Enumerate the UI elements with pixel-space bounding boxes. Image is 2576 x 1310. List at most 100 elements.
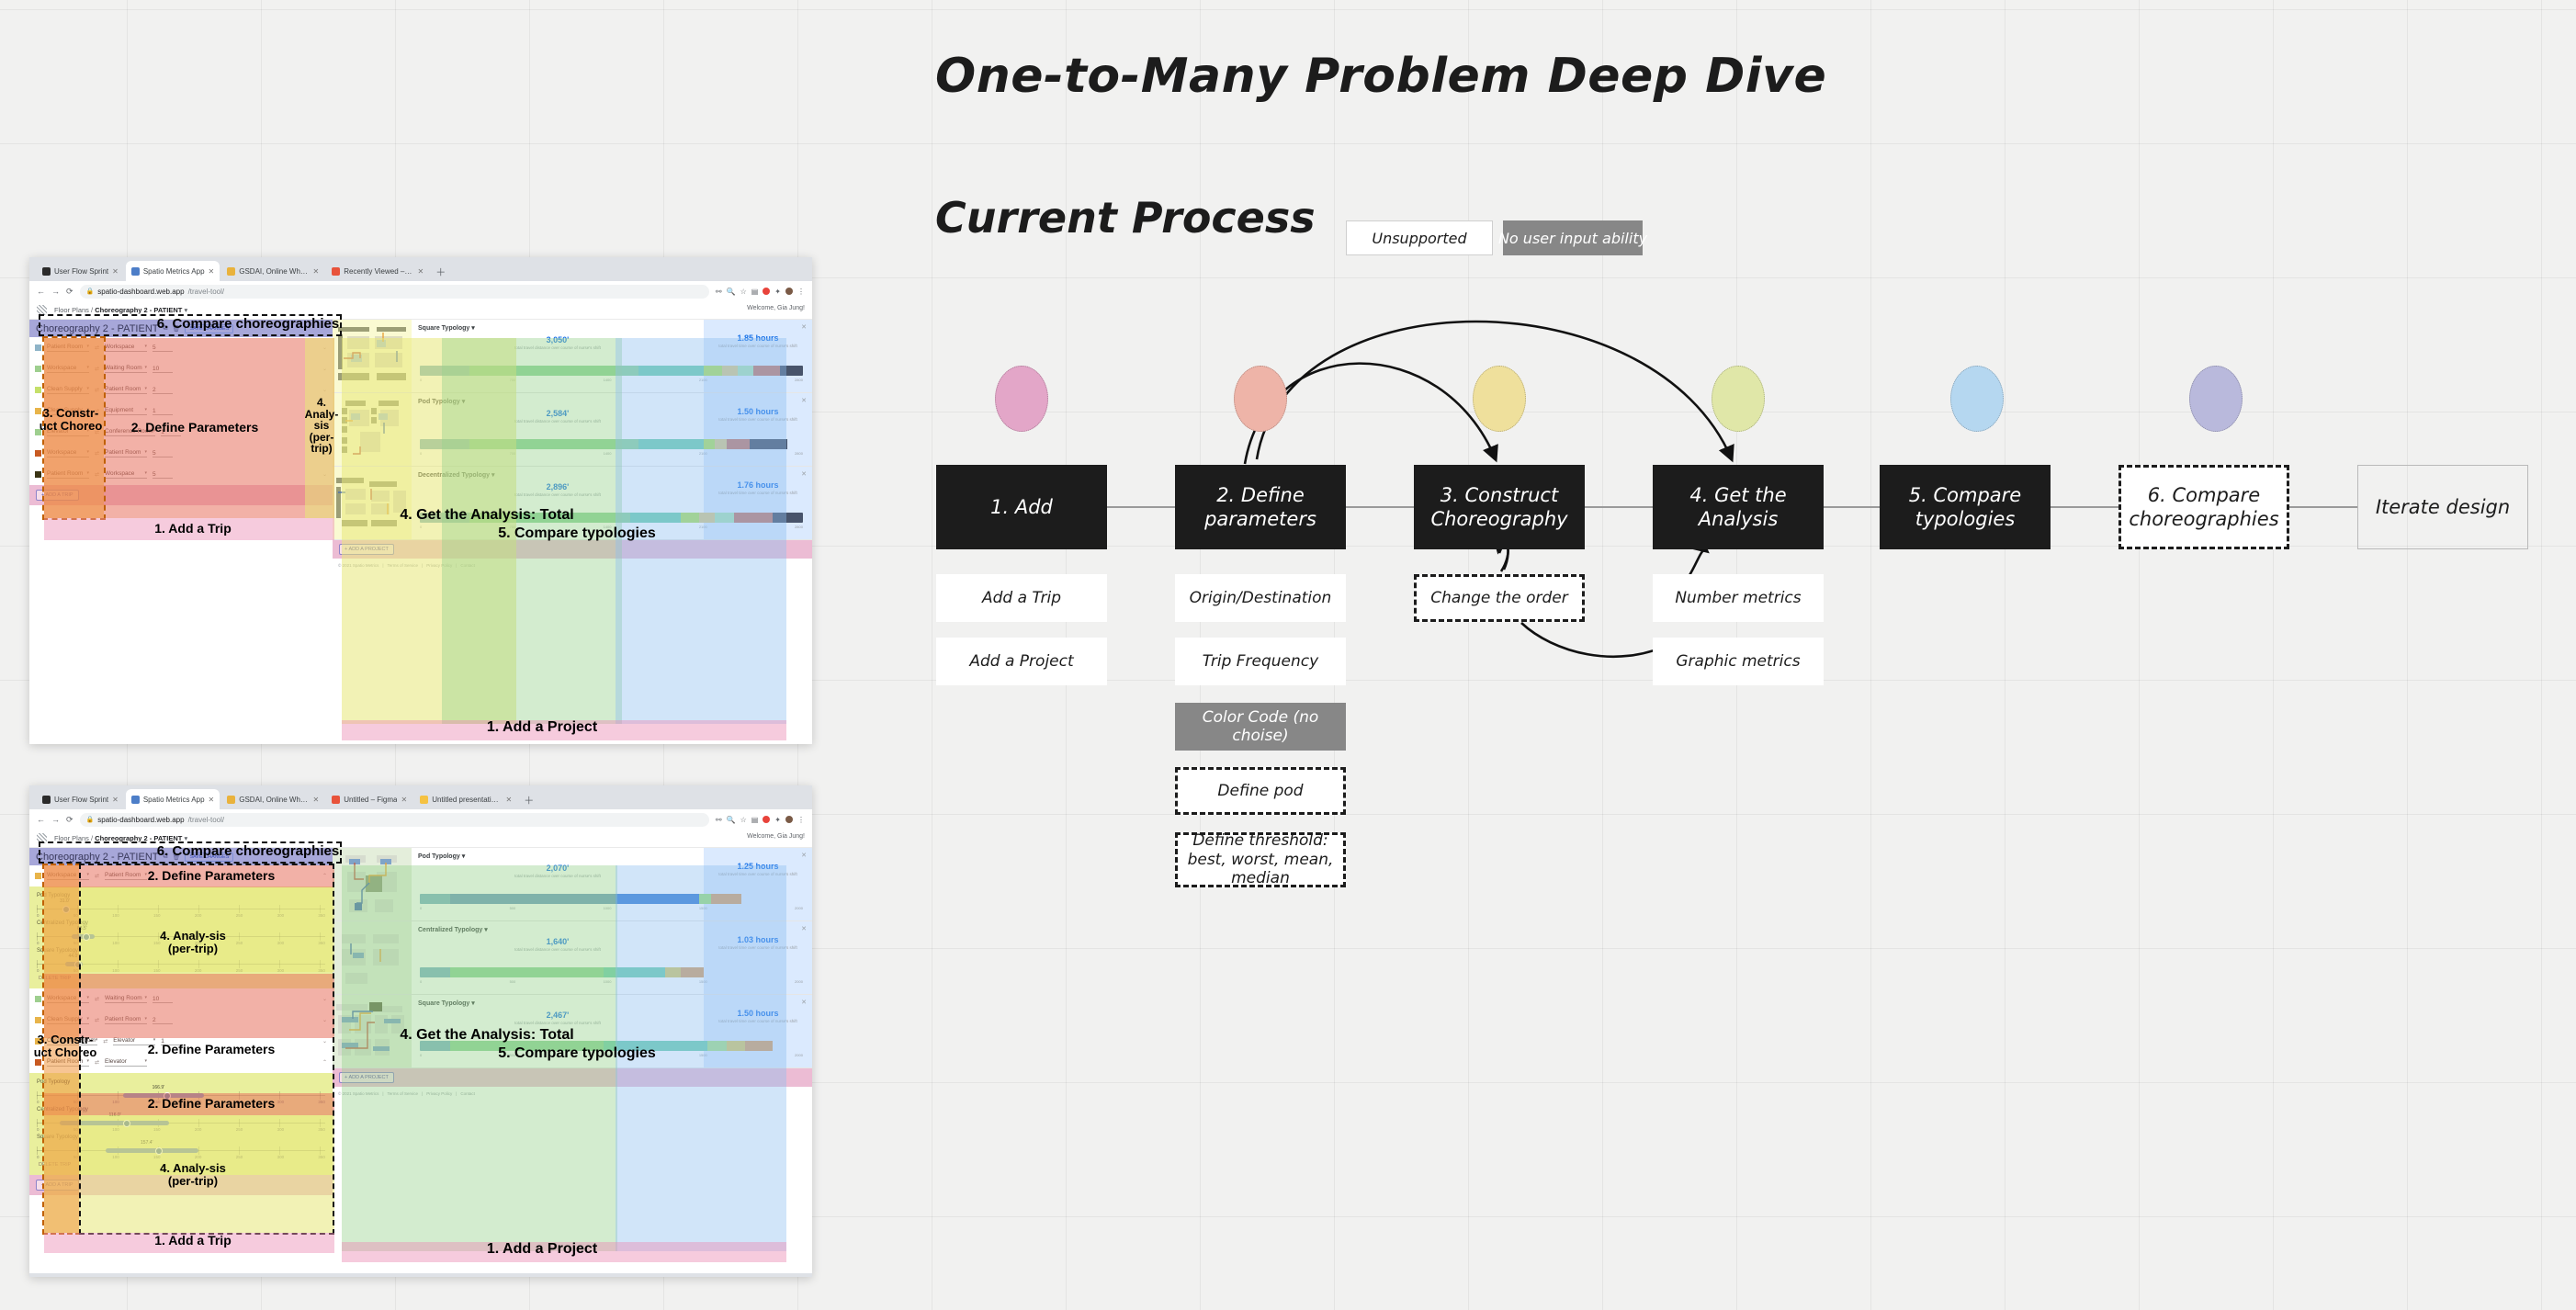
origin-select[interactable]: Workspace▾ — [47, 365, 89, 373]
trip-count-input[interactable]: 1 — [161, 429, 182, 436]
table-row[interactable]: Workspace▾⇄Waiting Room▾10⌄ — [29, 988, 333, 1010]
browser-tab[interactable]: Untitled – Figma✕ — [326, 789, 413, 809]
back-icon[interactable]: ← — [37, 287, 45, 296]
add-trip-button[interactable]: + ADD A TRIP — [36, 490, 79, 501]
range-slider[interactable]: 44.0' — [37, 954, 325, 970]
floor-plan-thumbnail[interactable] — [333, 848, 412, 920]
typology-card[interactable]: Square Typology ▾ 3,050' total travel di… — [333, 320, 812, 393]
opera-extension-icon[interactable] — [763, 816, 771, 823]
add-project-bar[interactable]: + ADD A PROJECT — [333, 1068, 812, 1087]
reload-icon[interactable]: ⟳ — [66, 814, 73, 824]
chevron-down-icon[interactable]: ⌄ — [322, 388, 327, 393]
sub-origin-destination[interactable]: Origin/Destination — [1175, 574, 1346, 622]
search-icon[interactable]: 🔍 — [726, 287, 736, 296]
close-icon[interactable]: ✕ — [208, 266, 215, 276]
browser-tab[interactable]: Recently Viewed – Figma✕ — [326, 261, 430, 281]
swap-icon[interactable]: ⇄ — [95, 472, 100, 478]
trip-count-input[interactable]: 10 — [153, 996, 174, 1003]
origin-select[interactable]: Clean Supply▾ — [47, 386, 89, 394]
destination-select[interactable]: Elevator▾ — [105, 1058, 148, 1067]
add-trip-bar[interactable]: + ADD A TRIP — [29, 1175, 333, 1195]
browser-tab[interactable]: Untitled presentation - Goog✕ — [414, 789, 518, 809]
more-menu-icon[interactable]: ⋮ — [797, 287, 805, 296]
chevron-down-icon[interactable]: ⌄ — [322, 367, 327, 372]
range-slider[interactable]: 166.9' — [37, 1085, 325, 1101]
close-icon[interactable]: ✕ — [417, 266, 424, 276]
trip-count-input[interactable]: 5 — [153, 344, 174, 352]
close-icon[interactable]: ✕ — [312, 266, 320, 276]
reading-list-icon[interactable]: ▤ — [751, 287, 759, 296]
chevron-down-icon[interactable]: ⌄ — [322, 997, 327, 1002]
destination-select[interactable]: Patient Room▾ — [105, 872, 148, 880]
close-icon[interactable]: ✕ — [801, 471, 807, 478]
close-icon[interactable]: ✕ — [401, 795, 408, 804]
browser-tab[interactable]: User Flow Sprint✕ — [37, 789, 124, 809]
origin-select[interactable]: Conference Room▾ — [47, 1037, 98, 1045]
range-slider[interactable]: 157.4' — [37, 1140, 325, 1157]
omnibox-row[interactable]: ← → ⟳ 🔒 spatio-dashboard.web.app/travel-… — [29, 281, 812, 301]
search-icon[interactable]: 🔍 — [726, 815, 736, 824]
chevron-up-icon[interactable]: ⌃ — [322, 874, 327, 879]
new-tab-icon[interactable]: ＋ — [435, 267, 446, 278]
footer-terms-link[interactable]: Terms of Service — [387, 562, 419, 568]
swap-icon[interactable]: ⇄ — [95, 1060, 100, 1066]
save-changes-button[interactable]: SAVE CHANGES — [185, 852, 234, 862]
trip-count-input[interactable]: 2 — [153, 1017, 174, 1024]
footer-contact-link[interactable]: Contact — [460, 1090, 475, 1096]
origin-select[interactable]: Patient Room▾ — [47, 344, 89, 352]
breadcrumb-root[interactable]: Floor Plans — [54, 306, 89, 314]
extensions-icon[interactable]: ✦ — [774, 815, 781, 824]
footer-terms-link[interactable]: Terms of Service — [387, 1090, 419, 1096]
bookmark-star-icon[interactable]: ☆ — [740, 287, 747, 296]
profile-avatar-icon[interactable] — [785, 816, 793, 823]
new-tab-icon[interactable]: ＋ — [524, 796, 535, 807]
browser-tab-active[interactable]: Spatio Metrics App✕ — [125, 261, 220, 281]
swap-icon[interactable]: ⇄ — [95, 1018, 100, 1023]
typology-card[interactable]: Square Typology ▾ 2,467' total travel di… — [333, 995, 812, 1068]
typology-name[interactable]: Decentralized Typology ▾ — [418, 472, 495, 479]
destination-select[interactable]: Waiting Room▾ — [105, 995, 148, 1003]
add-project-button[interactable]: + ADD A PROJECT — [339, 544, 394, 555]
table-row[interactable]: Workspace▾⇄Waiting Room▾10⌄ — [29, 358, 333, 379]
destination-select[interactable]: Workspace▾ — [105, 344, 148, 352]
table-row[interactable]: Patient Room▾⇄Elevator▾⌃ — [29, 1052, 333, 1073]
swap-icon[interactable]: ⇄ — [95, 345, 100, 351]
destination-select[interactable]: Equipment▾ — [105, 407, 148, 415]
typology-card[interactable]: Decentralized Typology ▾ 2,896' total tr… — [333, 467, 812, 540]
address-bar[interactable]: 🔒 spatio-dashboard.web.app/travel-tool/ — [79, 812, 709, 827]
trip-count-input[interactable]: 1 — [161, 1038, 182, 1045]
choreography-header[interactable]: Choreography 2 - PATIENT ⧉ 🗑 SAVE CHANGE… — [29, 320, 333, 337]
trip-count-input[interactable]: 5 — [153, 450, 174, 457]
origin-select[interactable]: Patient Room▾ — [47, 470, 89, 479]
swap-icon[interactable]: ⇄ — [95, 451, 100, 457]
floor-plan-thumbnail[interactable] — [333, 995, 412, 1067]
trip-count-input[interactable]: 10 — [153, 366, 174, 373]
floor-plan-thumbnail[interactable] — [333, 467, 412, 539]
table-row[interactable]: Clean Supply▾⇄Patient Room▾2⌄ — [29, 1010, 333, 1031]
footer-contact-link[interactable]: Contact — [460, 562, 475, 568]
close-icon[interactable]: ✕ — [801, 324, 807, 331]
browser-tab[interactable]: User Flow Sprint✕ — [37, 261, 124, 281]
choreography-header[interactable]: Choreography 2 - PATIENT ⧉ 🗑 SAVE CHANGE… — [29, 848, 333, 865]
typology-name[interactable]: Centralized Typology ▾ — [418, 927, 488, 933]
close-icon[interactable]: ✕ — [112, 795, 119, 804]
add-trip-button[interactable]: + ADD A TRIP — [36, 1180, 79, 1191]
delete-trip-button[interactable]: DELETE TRIP — [39, 976, 72, 981]
browser-tab[interactable]: GSDAI, Online Whiteboard for✕ — [221, 789, 325, 809]
flow-step-5-compare-typologies[interactable]: 5. Compare typologies — [1880, 465, 2051, 549]
forward-icon[interactable]: → — [51, 287, 60, 296]
origin-select[interactable]: Workspace▾ — [47, 872, 89, 880]
origin-select[interactable]: Patient Room▾ — [47, 1058, 89, 1067]
add-project-bar[interactable]: + ADD A PROJECT — [333, 540, 812, 559]
floor-plan-thumbnail[interactable] — [333, 320, 412, 392]
breadcrumb-root[interactable]: Floor Plans — [54, 834, 89, 842]
sub-trip-frequency[interactable]: Trip Frequency — [1175, 638, 1346, 685]
omnibox-row[interactable]: ← → ⟳ 🔒 spatio-dashboard.web.app/travel-… — [29, 809, 812, 830]
browser-tab-active[interactable]: Spatio Metrics App✕ — [125, 789, 220, 809]
browser-tab[interactable]: GSDAI, Online Whiteboard for✕ — [221, 261, 325, 281]
sub-define-threshold[interactable]: Define threshold: best, worst, mean, med… — [1175, 831, 1346, 887]
tab-strip[interactable]: User Flow Sprint✕ Spatio Metrics App✕ GS… — [29, 257, 812, 281]
close-icon[interactable]: ✕ — [801, 926, 807, 932]
sub-number-metrics[interactable]: Number metrics — [1653, 574, 1824, 622]
table-row[interactable]: Patient Room▾⇄Workspace▾5⌄ — [29, 337, 333, 358]
